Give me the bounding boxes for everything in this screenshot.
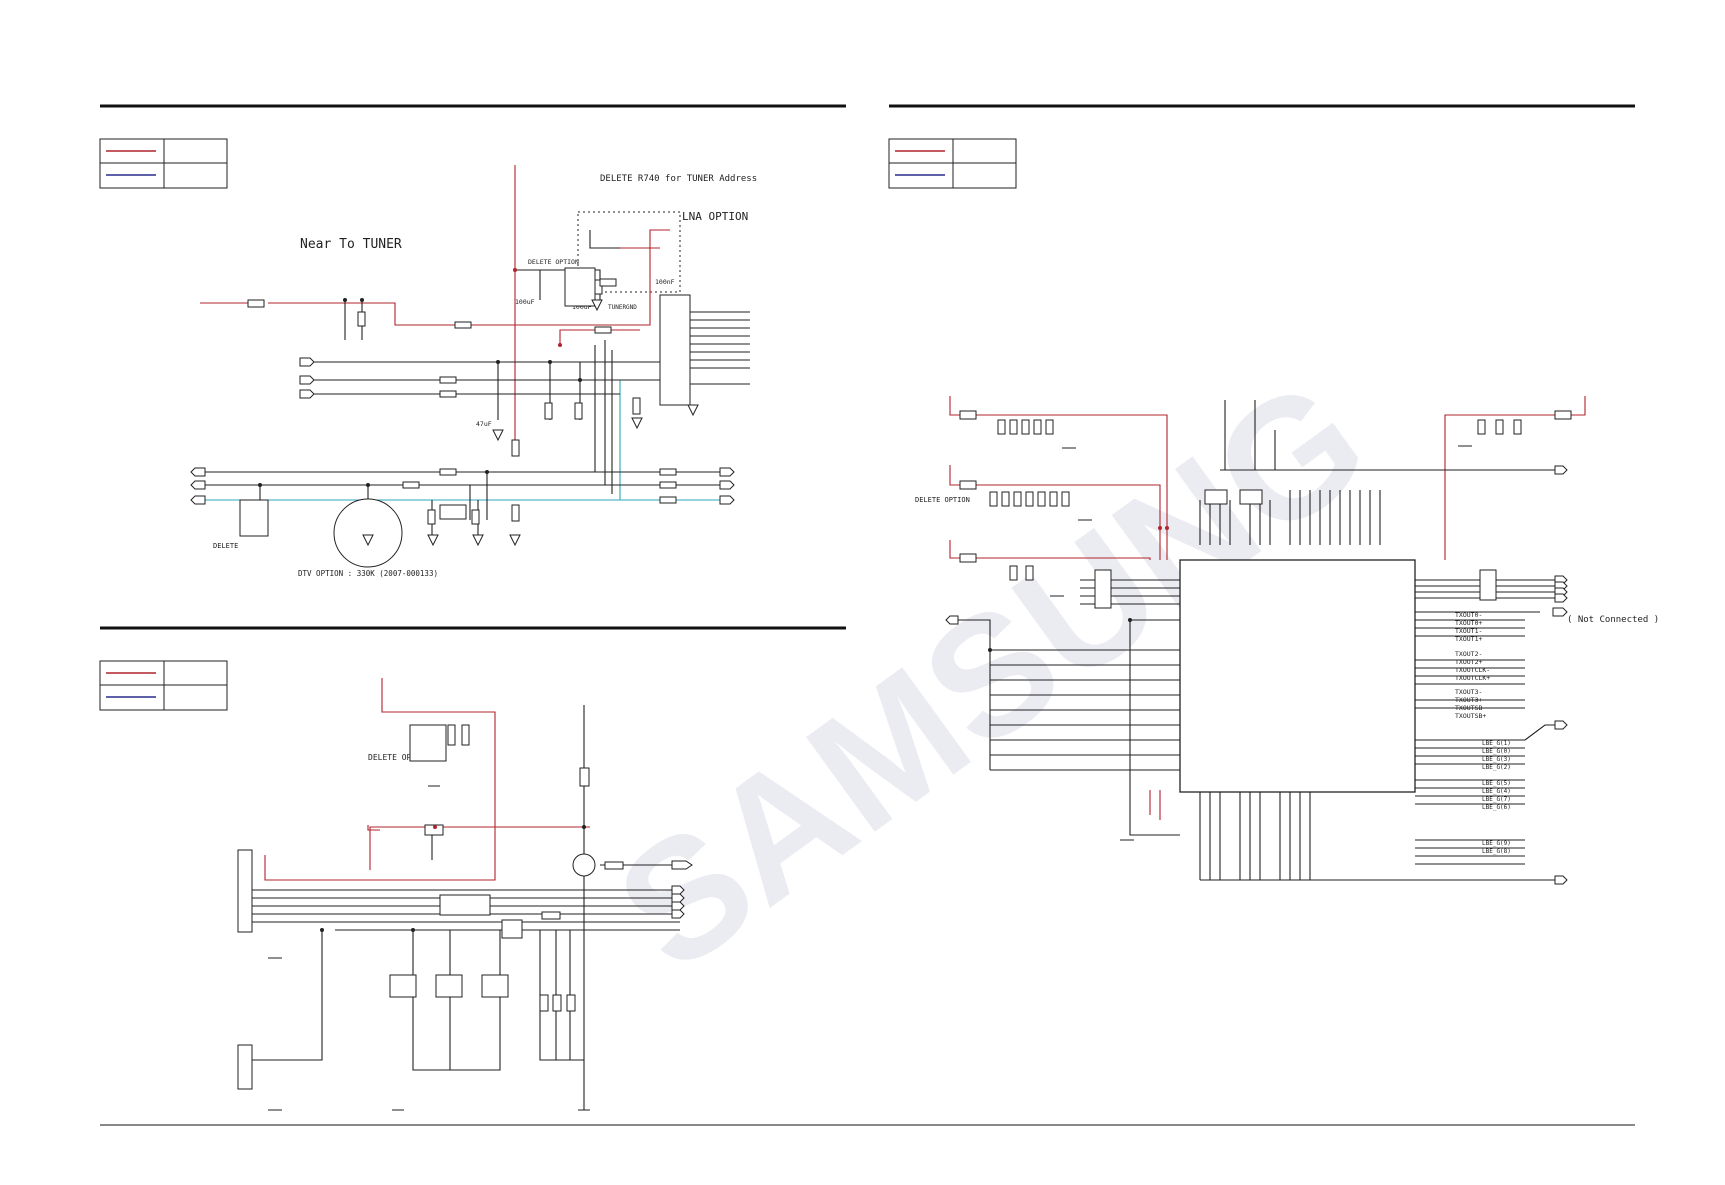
tuner-delete-label: DELETE: [213, 542, 238, 550]
svg-text:TXOUTCLK-: TXOUTCLK-: [1455, 666, 1490, 674]
near-tuner-note: Near To TUNER: [300, 237, 402, 252]
legend-power: [99, 660, 228, 711]
svg-text:LBE_G(6): LBE_G(6): [1482, 804, 1511, 811]
svg-text:TXOUT0-: TXOUT0-: [1455, 611, 1482, 619]
svg-text:LBE_G(5): LBE_G(5): [1482, 780, 1511, 787]
tuner-section: Near To TUNER DELETE R740 for TUNER Addr…: [190, 165, 757, 578]
svg-text:LBE_G(1): LBE_G(1): [1482, 740, 1511, 747]
tuner-delete-option-label: DELETE OPTION: [528, 258, 579, 266]
cap-100uf-a-label: 100uF: [515, 298, 535, 306]
lvds-labels: TXOUT0- TXOUT0+ TXOUT1- TXOUT1+ TXOUT2- …: [1455, 611, 1490, 720]
svg-text:TXOUT3+: TXOUT3+: [1455, 696, 1482, 704]
svg-text:TXOUTSB-: TXOUTSB-: [1455, 704, 1486, 712]
power-delete-option-label: DELETE OPTION: [368, 753, 431, 762]
svg-text:LBE_G(7): LBE_G(7): [1482, 796, 1511, 803]
scaler-section: DELETE OPTION ( Not Connected ) TXOUT0- …: [915, 396, 1659, 885]
bus-labels: LBE_G(1) LBE_G(0) LBE_G(3) LBE_G(2) LBE_…: [1482, 740, 1511, 855]
svg-text:LBE_G(0): LBE_G(0): [1482, 748, 1511, 755]
svg-text:TXOUTCLK+: TXOUTCLK+: [1455, 674, 1490, 682]
svg-text:TXOUTSB+: TXOUTSB+: [1455, 712, 1486, 720]
svg-text:LBE_G(2): LBE_G(2): [1482, 764, 1511, 771]
svg-text:LBE_G(9): LBE_G(9): [1482, 840, 1511, 847]
legend-scaler: [888, 138, 1017, 189]
cap-100nf-label: 100nF: [655, 278, 675, 286]
dtv-option-note: DTV OPTION : 330K (2007-000133): [298, 569, 438, 578]
svg-text:LBE_G(3): LBE_G(3): [1482, 756, 1511, 763]
scaler-delete-option-label: DELETE OPTION: [915, 496, 970, 504]
delete-r740-note: DELETE R740 for TUNER Address: [600, 174, 757, 184]
svg-text:TXOUT2-: TXOUT2-: [1455, 650, 1482, 658]
svg-text:TXOUT2+: TXOUT2+: [1455, 658, 1482, 666]
power-section: DELETE OPTION: [237, 678, 693, 1111]
section-rules: [100, 104, 1635, 1126]
cap-47uf-label: 47uF: [476, 420, 492, 428]
cap-100uf-b-label: 100uF: [572, 303, 592, 311]
svg-text:LBE_G(4): LBE_G(4): [1482, 788, 1511, 795]
scaler-ic: [1179, 559, 1416, 793]
svg-text:TXOUT3-: TXOUT3-: [1455, 688, 1482, 696]
tunergnd-label: TUNERGND: [608, 304, 637, 311]
svg-text:TXOUT1-: TXOUT1-: [1455, 627, 1482, 635]
legend-tuner: [99, 138, 228, 189]
svg-text:LBE_G(8): LBE_G(8): [1482, 848, 1511, 855]
svg-text:TXOUT1+: TXOUT1+: [1455, 635, 1482, 643]
svg-text:TXOUT0+: TXOUT0+: [1455, 619, 1482, 627]
not-connected-label: ( Not Connected ): [1567, 615, 1659, 625]
lna-option-label: LNA OPTION: [682, 210, 748, 223]
